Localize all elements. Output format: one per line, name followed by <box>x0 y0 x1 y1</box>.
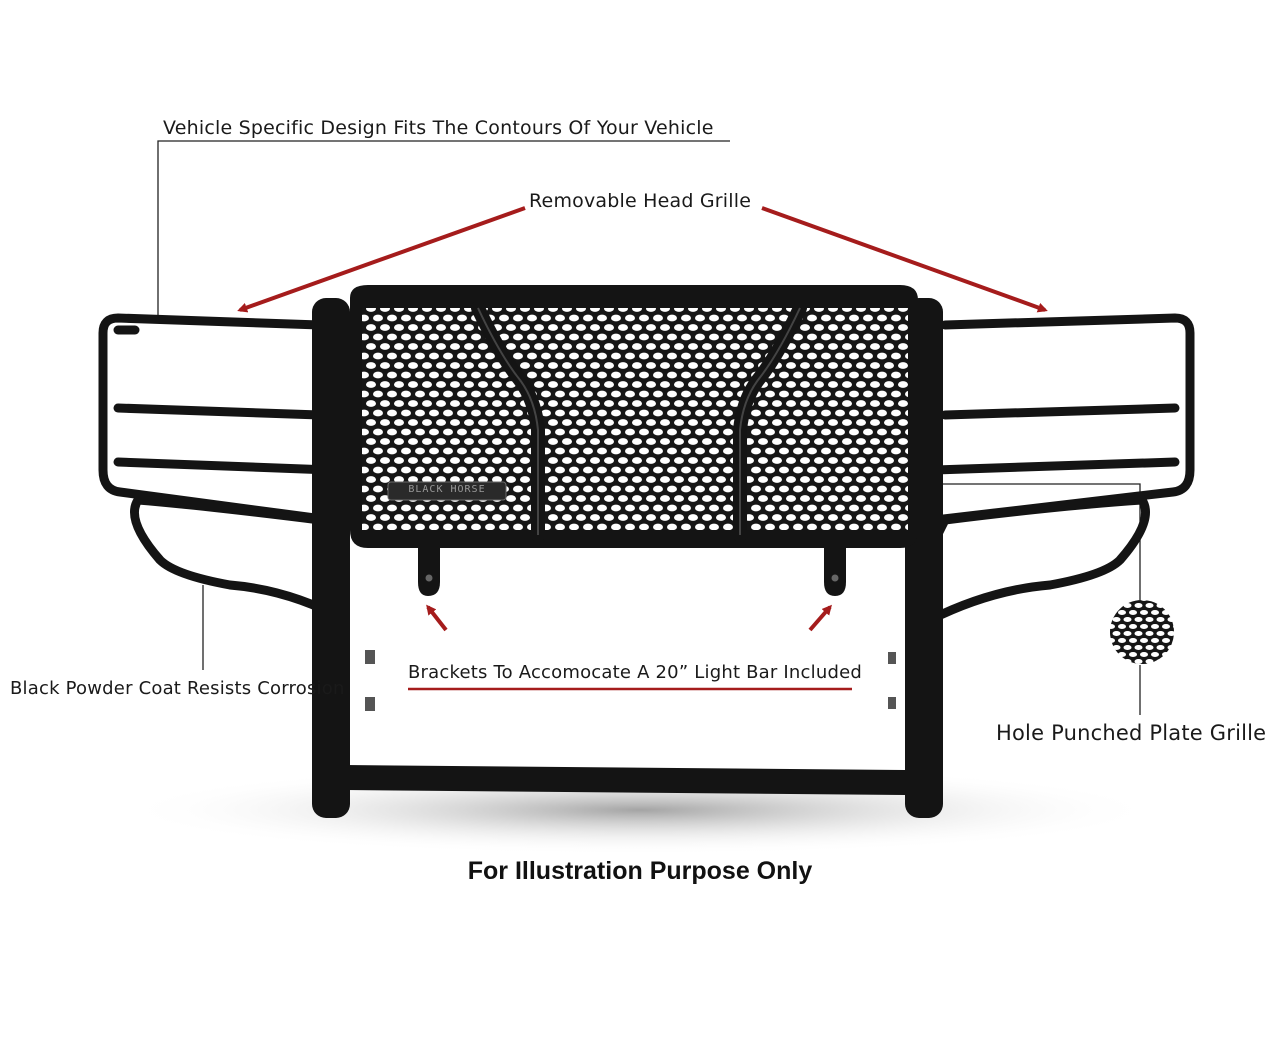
bottom-crossbar <box>345 765 905 795</box>
bracket-right <box>824 545 846 596</box>
callout-brackets: Brackets To Accomocate A 20” Light Bar I… <box>408 662 862 683</box>
mount-bolts <box>365 650 896 711</box>
brand-badge-text: BLACK HORSE <box>408 484 486 495</box>
arrow-bracket-right <box>808 604 832 632</box>
footer-disclaimer: For Illustration Purpose Only <box>467 857 813 885</box>
right-wing-tubes <box>925 313 1195 625</box>
bracket-left <box>418 545 440 596</box>
callout-vehicle-specific: Vehicle Specific Design Fits The Contour… <box>163 117 714 139</box>
callout-powder-coat: Black Powder Coat Resists Corrosion <box>10 678 345 699</box>
mesh-detail-circle <box>1110 600 1174 664</box>
arrow-bracket-left <box>426 604 448 632</box>
callout-removable-grille: Removable Head Grille <box>529 190 752 212</box>
light-bar-brackets <box>418 545 846 596</box>
leader-hole-punched <box>860 483 1141 600</box>
brand-badge <box>387 481 507 501</box>
callout-hole-punched: Hole Punched Plate Grille <box>996 721 1267 745</box>
punched-mesh <box>362 308 908 530</box>
red-arrows <box>237 206 1048 632</box>
left-wing-tubes <box>98 313 350 625</box>
arrow-grille-right <box>761 206 1048 313</box>
leader-lines <box>157 140 1141 715</box>
arrow-grille-left <box>237 206 526 313</box>
left-upright <box>312 298 350 818</box>
leader-vehicle-specific <box>157 140 730 315</box>
